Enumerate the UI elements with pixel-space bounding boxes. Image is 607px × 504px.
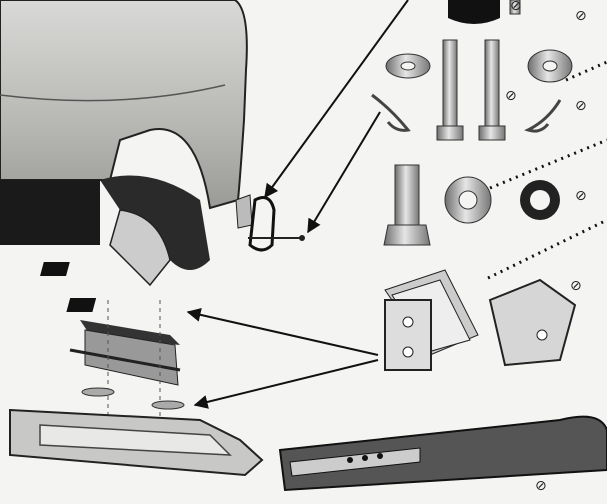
- part-marker: ⊘: [510, 0, 522, 14]
- shim-plates: [385, 270, 575, 370]
- bolt-and-washers: [384, 165, 560, 245]
- part-marker: ⊘: [575, 8, 587, 24]
- part-marker: ⊘: [505, 88, 517, 104]
- running-board: [10, 410, 262, 475]
- part-marker: ⊘: [570, 278, 582, 294]
- washers-pins-clips: [372, 40, 572, 140]
- fender-bracket: [248, 198, 305, 250]
- part-marker: ⊘: [575, 98, 587, 114]
- part-marker: ⊘: [535, 478, 547, 494]
- long-bracket: [280, 417, 607, 490]
- fender-illustration: [0, 0, 252, 285]
- part-marker: ⊘: [575, 188, 587, 204]
